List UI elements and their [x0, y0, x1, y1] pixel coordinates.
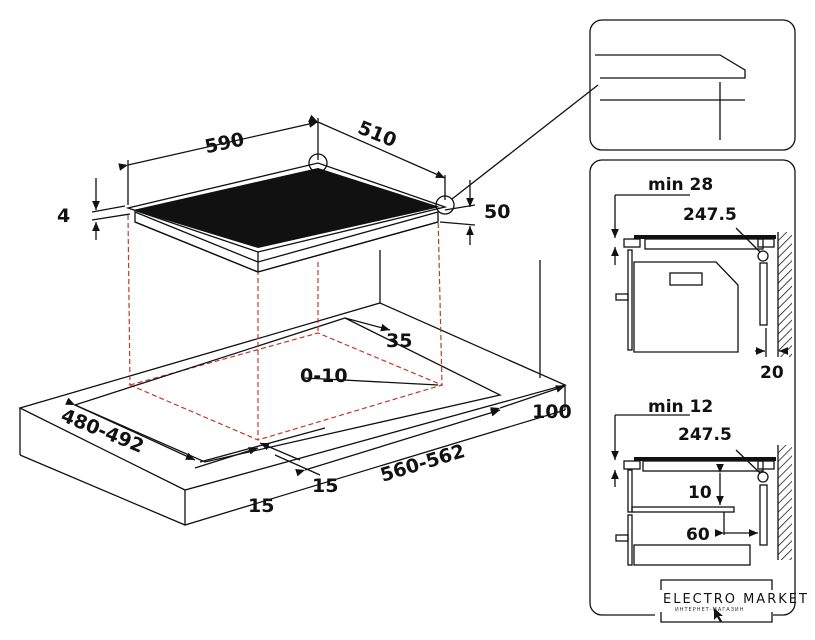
drawer-gap-vertical: 10: [688, 483, 712, 503]
drawer-install-panel: [611, 414, 792, 566]
drawer-angle-label: 247.5: [678, 425, 732, 445]
edge-detail-panel: [589, 19, 796, 151]
electro-market-logo: ELECTRO MARKET ИНТЕРНЕТ-МАГАЗИН: [655, 577, 809, 627]
dim-body-height: 50: [484, 201, 510, 223]
dim-depth: 510: [355, 117, 400, 152]
dim-offset: 0-10: [300, 365, 348, 387]
cutout-outline: [73, 214, 502, 463]
dimension-lines: [65, 114, 566, 477]
drawer-min-label: min 12: [648, 397, 713, 417]
dim-front-margin-a: 15: [248, 495, 274, 517]
dim-front-margin-b: 15: [312, 475, 338, 497]
dim-cutout-depth: 480-492: [58, 405, 147, 458]
oven-min-label: min 28: [648, 175, 713, 195]
dim-wall-gap: 100: [532, 401, 572, 423]
oven-wall-gap: 20: [760, 363, 784, 383]
dim-cutout-width: 560-562: [378, 440, 468, 487]
dim-clearance-back: 35: [386, 330, 412, 352]
hob: [125, 84, 599, 273]
countertop: [18, 250, 567, 526]
dim-width: 590: [203, 129, 246, 159]
logo-name: ELECTRO MARKET: [663, 592, 809, 607]
cursor-icon: [714, 608, 723, 622]
dim-top-thickness: 4: [57, 205, 70, 227]
logo-tagline: ИНТЕРНЕТ-МАГАЗИН: [675, 607, 744, 613]
dim-corner: 2: [310, 188, 323, 210]
drawer-gap-horizontal: 60: [686, 525, 710, 545]
oven-angle-label: 247.5: [683, 205, 737, 225]
oven-install-panel: [589, 159, 796, 616]
